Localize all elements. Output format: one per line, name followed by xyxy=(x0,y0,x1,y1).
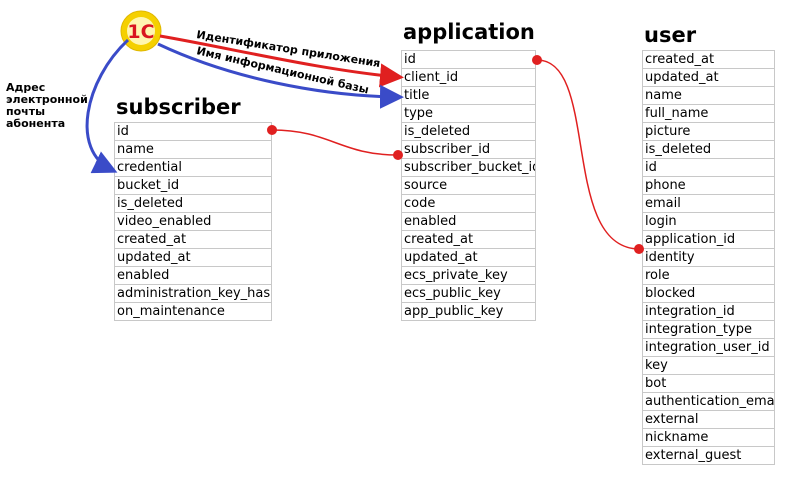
arrow-db-name xyxy=(157,42,404,109)
relation-dot xyxy=(532,55,542,65)
arrow-email xyxy=(85,38,130,174)
relation-subscriber-application xyxy=(271,129,399,156)
application-field-app-public-key: app_public_key xyxy=(401,302,536,321)
entity-title-application: application xyxy=(403,20,535,44)
relation-dot xyxy=(267,125,277,135)
relation-application-user xyxy=(536,59,640,250)
arrow-app-identifier xyxy=(159,34,404,88)
email-annotation: Адрес электронной почты абонента xyxy=(6,81,88,130)
relation-dot xyxy=(634,244,644,254)
subscriber-field-on-maintenance: on_maintenance xyxy=(114,302,272,321)
entity-title-user: user xyxy=(644,23,697,47)
relation-dot xyxy=(393,150,403,160)
user-field-external-guest: external_guest xyxy=(642,446,775,465)
logo-text: 1С xyxy=(127,21,154,43)
logo-1c-icon: 1С xyxy=(120,10,162,52)
entity-title-subscriber: subscriber xyxy=(116,95,241,119)
